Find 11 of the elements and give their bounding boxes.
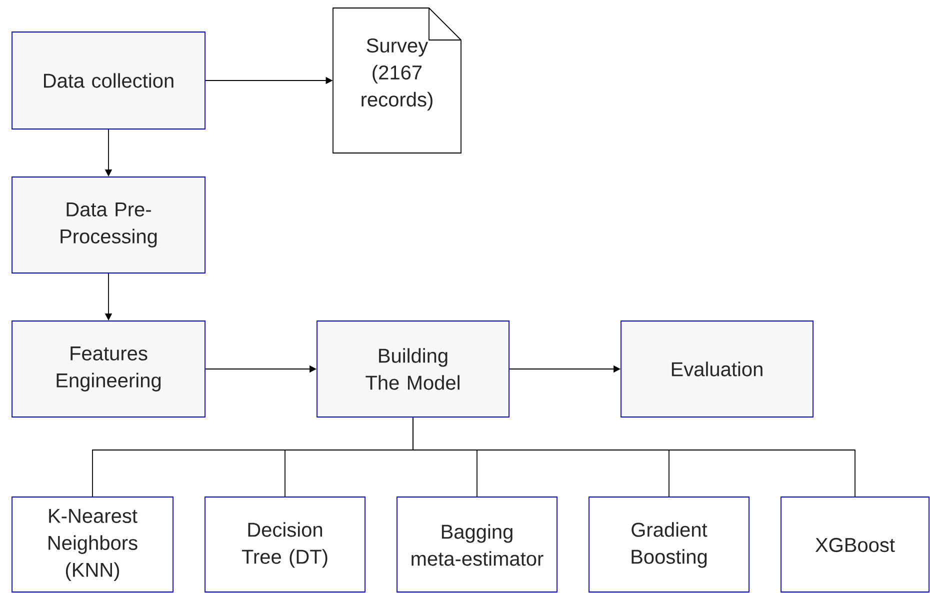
connector-line — [412, 417, 856, 497]
algorithm-box: Bagging meta-estimator — [396, 496, 558, 592]
algorithm-box: K-Nearest Neighbors (KNN) — [12, 496, 174, 592]
process-box: Evaluation — [620, 320, 814, 418]
algorithm-box: Decision Tree (DT) — [204, 496, 366, 592]
algorithm-box: Gradient Boosting — [588, 496, 750, 592]
process-box: Data collection — [12, 32, 206, 130]
process-box: Features Engineering — [12, 320, 206, 418]
process-box: Data Pre-Processing — [12, 176, 206, 274]
algorithm-box: XGBoost — [780, 496, 930, 592]
process-box: Building The Model — [316, 320, 510, 418]
